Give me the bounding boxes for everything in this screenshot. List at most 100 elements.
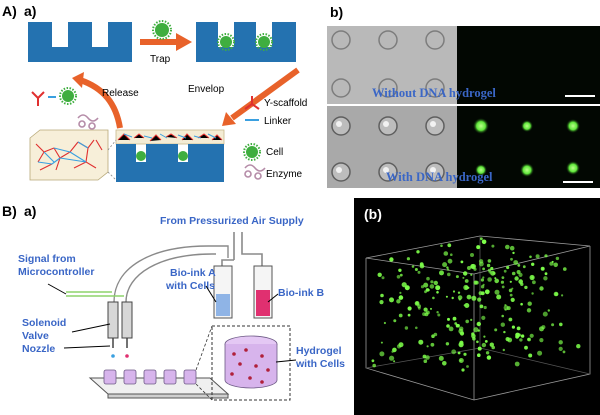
fluorescent-cell xyxy=(398,295,404,300)
fluorescent-cell xyxy=(506,265,510,270)
fluorescent-cell xyxy=(438,355,444,361)
fluorescent-cell xyxy=(505,337,510,342)
cell-icon xyxy=(255,33,273,51)
valve-tubing xyxy=(113,245,229,303)
fluorescent-cell xyxy=(496,294,502,300)
fluorescent-cell xyxy=(494,289,500,295)
fluorescent-cell xyxy=(457,291,461,294)
fluorescent-cell xyxy=(436,291,439,294)
fluorescent-cell xyxy=(433,280,438,286)
nozzle-label: Nozzle xyxy=(22,343,55,355)
fluorescent-cell xyxy=(419,263,425,269)
droplet-b xyxy=(125,354,129,358)
fluorescent-cell xyxy=(490,266,494,271)
signal-label-line1: Signal from xyxy=(18,253,76,265)
fluorescent-cell xyxy=(542,311,548,317)
solenoid-label-line1: Solenoid xyxy=(22,317,66,329)
fluorescent-cell xyxy=(529,274,535,281)
fluorescent-cell xyxy=(486,263,491,268)
fluorescent-cell xyxy=(381,276,385,280)
fluorescent-cell xyxy=(426,345,429,348)
fluorescent-cell xyxy=(450,253,453,256)
fluorescent-cell xyxy=(520,302,523,306)
fluorescent-cell xyxy=(511,271,516,276)
fluorescent-cell xyxy=(470,264,475,269)
fluorescent-cell xyxy=(418,339,424,345)
fluorescent-cell xyxy=(404,285,410,291)
fluorescent-cell xyxy=(448,326,454,332)
fluorescent-cell xyxy=(539,326,544,332)
fluorescent-cell xyxy=(465,319,469,324)
fluorescent-cell xyxy=(511,287,514,290)
fluorescent-cell xyxy=(501,276,505,279)
fluorescent-cell xyxy=(389,297,394,303)
fluorescent-cell xyxy=(430,307,432,310)
fluorescent-cell xyxy=(479,304,484,309)
fluorescent-cell xyxy=(446,266,449,269)
signal-wires xyxy=(66,291,124,297)
fluorescent-cell xyxy=(528,353,533,358)
fluorescent-cell xyxy=(529,333,534,338)
fluorescent-cell xyxy=(445,342,450,346)
fluorescent-cell xyxy=(521,120,533,132)
fluorescent-cell xyxy=(398,268,402,272)
fluorescent-cell xyxy=(501,314,504,318)
fluorescent-cell xyxy=(503,269,507,273)
fluorescent-cell xyxy=(393,360,396,363)
panel-b-tag: B) xyxy=(2,203,17,219)
fluorescent-cell xyxy=(452,316,457,321)
fluorescent-cell xyxy=(544,272,548,276)
fluorescent-cell xyxy=(487,268,491,272)
fluorescent-cell xyxy=(476,321,481,327)
fluorescent-cell xyxy=(407,306,412,311)
fluorescent-cell xyxy=(466,294,472,300)
fluorescence-without-hydrogel xyxy=(457,26,600,104)
fluorescent-cell xyxy=(396,275,401,279)
fluorescent-cell xyxy=(446,324,450,328)
fluorescent-cell xyxy=(459,331,465,336)
volume-edges xyxy=(365,235,591,401)
fluorescent-cell xyxy=(429,284,435,289)
fluorescent-cell xyxy=(475,280,479,285)
fluorescent-cell xyxy=(447,272,451,277)
microwell-chip-trapped xyxy=(196,22,296,62)
fluorescent-cell xyxy=(520,334,525,338)
fluorescent-cell xyxy=(451,349,457,355)
fluorescent-cell xyxy=(532,280,536,285)
step-envelop-label: Envelop xyxy=(188,84,225,95)
fluorescent-cell xyxy=(432,296,435,300)
fluorescent-cell xyxy=(481,315,486,320)
fluorescent-cell xyxy=(555,256,560,261)
fluorescent-cell xyxy=(558,340,563,345)
fluorescent-cell xyxy=(398,313,403,318)
fluorescent-cell xyxy=(500,280,504,284)
fluorescent-cell-cloud xyxy=(371,237,581,372)
fluorescent-cell xyxy=(512,251,515,255)
fluorescent-cell xyxy=(487,277,492,282)
bioink-a-label-line2: with Cells xyxy=(165,280,215,292)
fluorescent-cell xyxy=(473,118,489,134)
microwell-chip-hydrogel xyxy=(115,129,225,182)
solenoid-valve xyxy=(107,301,133,339)
fluorescent-cell xyxy=(416,250,420,254)
fluorescent-cell xyxy=(505,244,510,250)
fluorescent-cell xyxy=(383,321,386,325)
fluorescent-cell xyxy=(508,317,513,322)
fluorescent-cell xyxy=(554,292,559,296)
fluorescent-cell xyxy=(462,276,465,279)
fluorescent-cell xyxy=(544,254,548,258)
fluorescent-cell xyxy=(484,289,490,295)
fluorescent-cell xyxy=(458,298,461,301)
fluorescent-cell xyxy=(470,273,473,276)
fluorescent-cell xyxy=(478,291,483,296)
fluorescent-cell xyxy=(459,326,464,331)
fluorescent-cell xyxy=(455,275,459,279)
fluorescent-cell xyxy=(473,267,477,271)
fluorescent-cell xyxy=(526,308,532,313)
fluorescent-cell xyxy=(380,293,384,298)
fluorescent-cell xyxy=(531,292,534,295)
bioink-b-cartridge xyxy=(253,265,273,319)
fluorescent-cell xyxy=(415,301,419,305)
fluorescent-cell xyxy=(437,313,441,317)
legend-y-scaffold: Y-scaffold xyxy=(264,98,307,109)
